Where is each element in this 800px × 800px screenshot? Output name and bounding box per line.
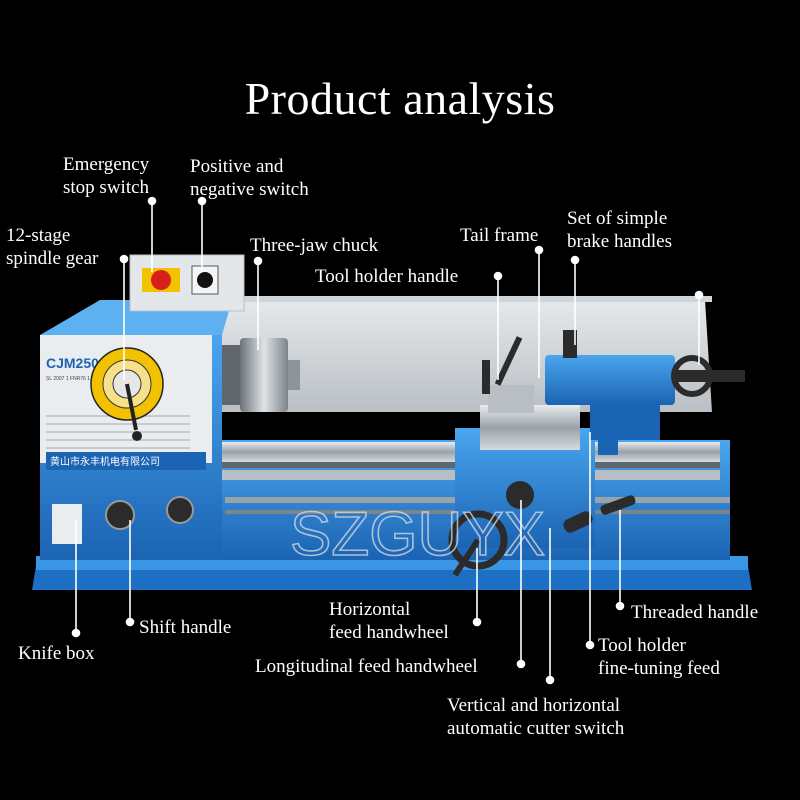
- page-title: Product analysis: [244, 73, 556, 124]
- emergency-stop-button[interactable]: [151, 270, 171, 290]
- shift-knob-left[interactable]: [105, 500, 135, 530]
- horizontal-feed-handwheel[interactable]: [448, 510, 508, 570]
- label-tail-frame: Tail frame: [460, 225, 539, 246]
- leader-lines: [71, 196, 704, 685]
- headstock: CJM250 SL 2007 1 FNR76 1 黄山市永丰机电有限公司: [40, 300, 232, 560]
- tailstock-handwheel[interactable]: [671, 355, 713, 397]
- switch-box: [129, 254, 245, 312]
- direction-switch-knob[interactable]: [197, 272, 213, 288]
- label-knife-box: Knife box: [18, 643, 95, 664]
- label-three-jaw-chuck: Three-jaw chuck: [250, 235, 379, 256]
- model-plate-text: CJM250: [46, 355, 99, 371]
- auto-cutter-switch[interactable]: [561, 509, 594, 534]
- longitudinal-feed-handwheel[interactable]: [506, 481, 534, 509]
- label-shift-handle: Shift handle: [139, 617, 232, 638]
- label-threaded-handle: Threaded handle: [631, 602, 759, 623]
- spec-plate-text: SL 2007 1 FNR76 1: [46, 376, 90, 382]
- threaded-handle[interactable]: [599, 494, 636, 516]
- three-jaw-chuck: [222, 338, 300, 412]
- tailstock: [545, 330, 745, 440]
- watermark: SZGUYX: [290, 500, 545, 569]
- shift-knob-right[interactable]: [166, 496, 194, 524]
- maker-plate-text: 黄山市永丰机电有限公司: [50, 455, 160, 468]
- label-longitudinal-feed-handwheel: Longitudinal feed handwheel: [255, 656, 478, 677]
- label-tool-holder-handle: Tool holder handle: [315, 266, 459, 287]
